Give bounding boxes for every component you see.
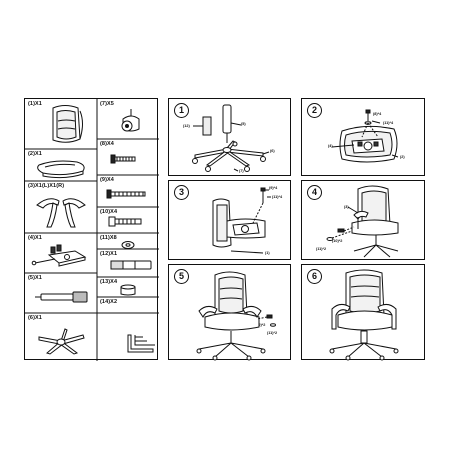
step-2-callout-8: (8)*4	[373, 112, 382, 116]
long-bolt-icon	[97, 175, 159, 207]
seat-cushion-icon	[25, 149, 97, 181]
step-1-callout-6: (6)	[270, 149, 275, 153]
step-1-panel: 1 (12) (5) (6) (7)	[168, 98, 291, 176]
step-5-callout-10: (10)*2	[255, 323, 266, 327]
part-12-cell: (12)X1	[97, 249, 159, 277]
parts-grid	[25, 99, 159, 361]
part-13-cell: (13)X4	[97, 277, 159, 297]
step-3-panel: 3 (9)*4 (11)*4 (1)	[168, 180, 291, 260]
part-3-label: (3)X1(L)X1(R)	[28, 183, 65, 189]
step-1-number: 1	[174, 103, 189, 118]
backrest-icon	[25, 99, 97, 149]
part-14-label: (14)X2	[100, 299, 118, 305]
screw-cap-icon	[97, 277, 159, 297]
machine-screw-icon	[97, 207, 159, 233]
step-3-callout-9: (9)*4	[269, 186, 278, 190]
armrest-pair-icon	[25, 181, 97, 233]
part-2-label: (2)X1	[28, 151, 42, 157]
step-2-illustration	[302, 99, 426, 177]
step-2-panel: 2 (8)*4 (11)*4 (4) (2)	[301, 98, 425, 176]
step-5-number: 5	[174, 269, 189, 284]
step-3-callout-11: (11)*4	[272, 195, 283, 199]
parts-list: (1)X1 (2)X1 (3)X1(L)X1(R)	[24, 98, 158, 360]
part-11-label: (11)X8	[100, 235, 117, 241]
step-1-callout-7: (7)	[239, 169, 244, 173]
step-1-callout-12: (12)	[183, 124, 190, 128]
part-8-cell: (8)X4	[97, 139, 159, 175]
part-13-label: (13)X4	[100, 279, 118, 285]
step-2-callout-4: (4)	[328, 144, 333, 148]
step-5-callout-11: (11)*2	[267, 331, 278, 335]
step-4-number: 4	[307, 185, 322, 200]
step-3-number: 3	[174, 185, 189, 200]
step-4-panel: 4 (3) (10)*2 (11)*2	[301, 180, 425, 260]
step-2-callout-2: (2)	[400, 155, 405, 159]
part-7-label: (7)X5	[100, 101, 114, 107]
step-4-callout-11: (11)*2	[316, 247, 327, 251]
part-10-cell: (10)X4	[97, 207, 159, 233]
part-4-label: (4)X1	[28, 235, 42, 241]
short-bolt-icon	[97, 139, 159, 175]
cylinder-cover-icon	[97, 249, 159, 277]
gas-cylinder-icon	[25, 273, 97, 313]
part-11-cell: (11)X8	[97, 233, 159, 249]
part-14-cell: (14)X2	[97, 297, 159, 361]
star-base-icon	[25, 313, 97, 361]
step-5-illustration	[169, 265, 292, 361]
step-6-panel: 6	[301, 264, 425, 360]
tilt-mechanism-icon	[25, 233, 97, 273]
caster-icon	[97, 99, 159, 139]
step-2-number: 2	[307, 103, 322, 118]
allen-key-icon	[97, 297, 159, 361]
part-8-label: (8)X4	[100, 141, 114, 147]
part-10-label: (10)X4	[100, 209, 118, 215]
washer-icon	[97, 233, 159, 249]
step-5-panel: 5 (10)*2 (11)*2	[168, 264, 291, 360]
part-2-cell: (2)X1	[25, 149, 97, 181]
part-9-label: (9)X4	[100, 177, 114, 183]
part-6-cell: (6)X1	[25, 313, 97, 361]
step-1-illustration	[169, 99, 292, 177]
part-3-cell: (3)X1(L)X1(R)	[25, 181, 97, 233]
step-4-callout-10: (10)*2	[332, 239, 343, 243]
step-3-callout-1: (1)	[265, 251, 270, 255]
part-12-label: (12)X1	[100, 251, 118, 257]
step-6-illustration	[302, 265, 426, 361]
part-5-cell: (5)X1	[25, 273, 97, 313]
step-1-callout-5: (5)	[241, 122, 246, 126]
step-3-illustration	[169, 181, 292, 261]
part-6-label: (6)X1	[28, 315, 42, 321]
part-7-cell: (7)X5	[97, 99, 159, 139]
part-1-cell: (1)X1	[25, 99, 97, 149]
part-5-label: (5)X1	[28, 275, 42, 281]
part-1-label: (1)X1	[28, 101, 42, 107]
step-4-callout-3: (3)	[344, 205, 349, 209]
part-4-cell: (4)X1	[25, 233, 97, 273]
step-2-callout-11: (11)*4	[383, 121, 394, 125]
step-4-illustration	[302, 181, 426, 261]
part-9-cell: (9)X4	[97, 175, 159, 207]
step-6-number: 6	[307, 269, 322, 284]
